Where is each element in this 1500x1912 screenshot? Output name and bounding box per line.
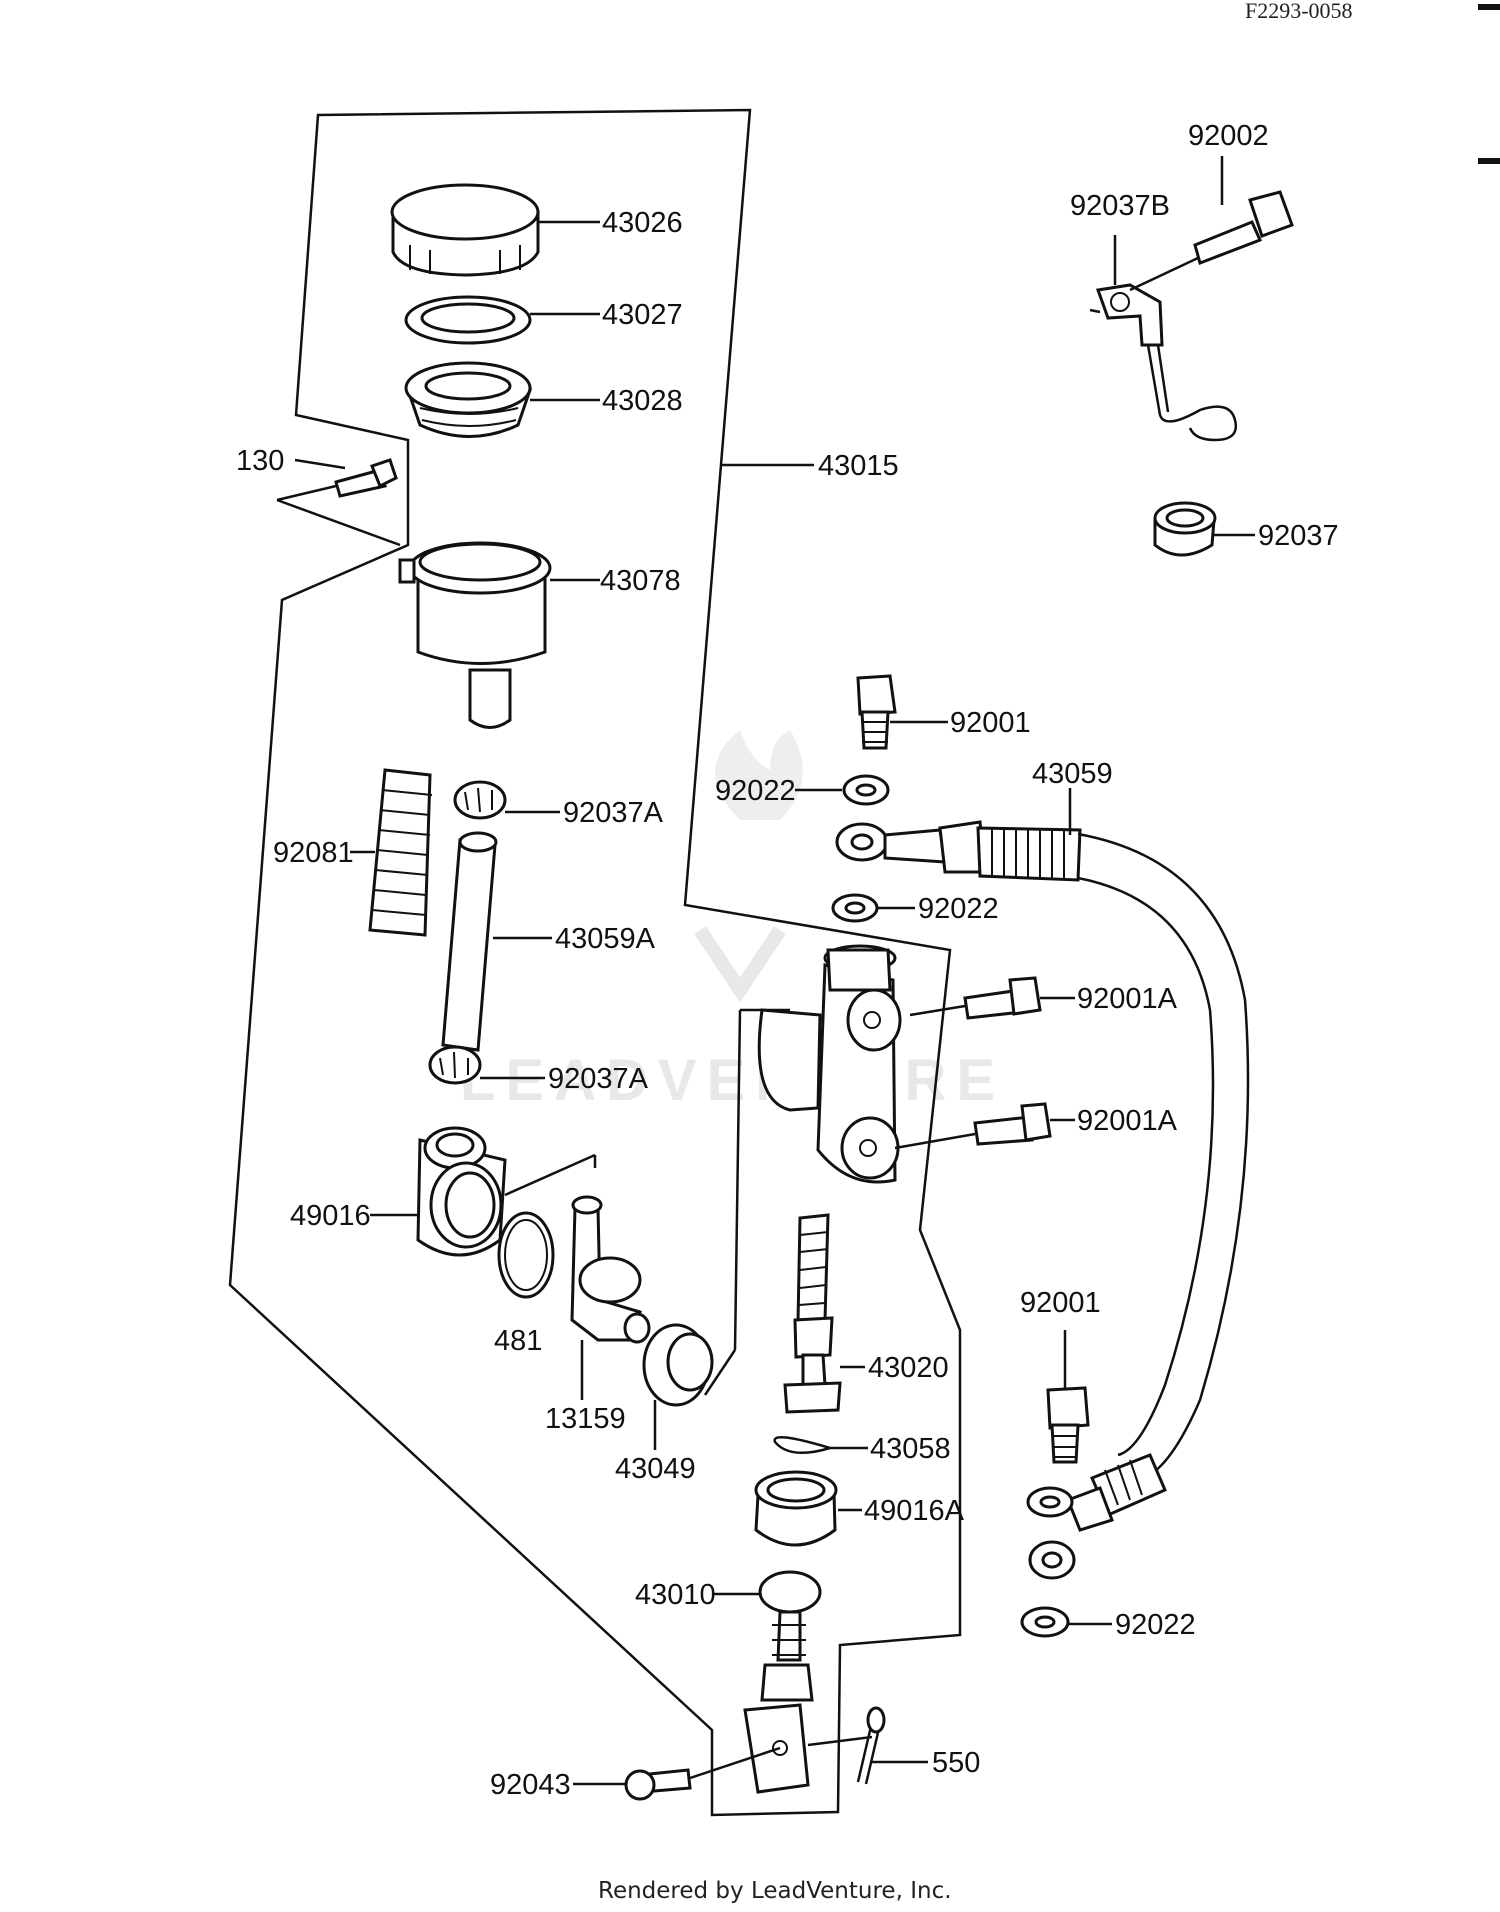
- washer-upper: [842, 774, 890, 806]
- banjo-bolt-upper: [856, 674, 897, 750]
- edge-mark: [1478, 4, 1500, 10]
- label-43059A: 43059A: [555, 923, 656, 955]
- mounting-bolt-upper: [963, 976, 1042, 1020]
- brake-union: [570, 1195, 651, 1344]
- piston-cup: [754, 1470, 838, 1547]
- spring-boot: [368, 768, 433, 937]
- label-92001A-lower: 92001A: [1077, 1105, 1178, 1137]
- screw-130: [334, 458, 398, 498]
- reference-code: F2293-0058: [1245, 0, 1353, 23]
- label-43027: 43027: [602, 299, 683, 331]
- label-43058: 43058: [870, 1433, 951, 1465]
- svg-text:LEADVENTURE: LEADVENTURE: [460, 1048, 1005, 1113]
- label-92081: 92081: [273, 837, 354, 869]
- label-130: 130: [236, 445, 284, 477]
- hose-grommet: [1153, 501, 1217, 557]
- piston-assembly: [783, 1213, 842, 1414]
- label-49016: 49016: [290, 1200, 371, 1232]
- label-92022-a: 92022: [715, 775, 796, 807]
- label-43010: 43010: [635, 1579, 716, 1611]
- label-92001-top: 92001: [950, 707, 1031, 739]
- label-92043: 92043: [490, 1769, 571, 1801]
- assembly-outline: [228, 108, 962, 1817]
- master-cylinder-body: [757, 944, 902, 1184]
- label-13159: 13159: [545, 1403, 626, 1435]
- hose-bracket: [1095, 283, 1238, 442]
- label-43020: 43020: [868, 1352, 949, 1384]
- reservoir-elbow: [416, 1126, 507, 1257]
- hose-clamp-top: [453, 780, 507, 820]
- edge-mark: [1478, 158, 1500, 164]
- label-550: 550: [932, 1747, 980, 1779]
- label-43059: 43059: [1032, 758, 1113, 790]
- label-92022-b: 92022: [918, 893, 999, 925]
- label-43078: 43078: [600, 565, 681, 597]
- reservoir-body: [398, 541, 552, 729]
- label-92037: 92037: [1258, 520, 1339, 552]
- cotter-pin: [856, 1706, 886, 1785]
- label-92001-bottom: 92001: [1020, 1287, 1101, 1319]
- label-43028: 43028: [602, 385, 683, 417]
- diaphragm-plate: [404, 361, 533, 438]
- banjo-bolt-lower: [1046, 1386, 1090, 1464]
- label-92022-c: 92022: [1115, 1609, 1196, 1641]
- diaphragm-ring: [404, 295, 532, 345]
- mounting-bolt-lower: [973, 1102, 1052, 1146]
- circlip: [497, 1211, 555, 1299]
- clevis-pin: [624, 1768, 692, 1801]
- label-43015: 43015: [818, 450, 899, 482]
- spring-clip: [773, 1436, 831, 1455]
- bracket-bolt: [1193, 190, 1294, 265]
- push-rod: [743, 1570, 822, 1794]
- label-92037B: 92037B: [1070, 190, 1170, 222]
- label-43049: 43049: [615, 1453, 696, 1485]
- label-49016A: 49016A: [864, 1495, 965, 1527]
- washer-middle: [831, 893, 879, 923]
- label-481: 481: [494, 1325, 542, 1357]
- union-grommet: [642, 1323, 714, 1407]
- label-43026: 43026: [602, 207, 683, 239]
- washer-lower-b: [1020, 1606, 1070, 1638]
- brake-hose: [835, 820, 1250, 1580]
- label-92037A-bottom: 92037A: [548, 1063, 649, 1095]
- label-92037A-top: 92037A: [563, 797, 664, 829]
- label-92001A-upper: 92001A: [1077, 983, 1178, 1015]
- watermark: LEADVENTURE: [460, 730, 1005, 1113]
- footer-credit: Rendered by LeadVenture, Inc.: [598, 1878, 952, 1904]
- reservoir-cap: [390, 183, 540, 277]
- reservoir-hose: [441, 831, 498, 1052]
- hose-clamp-bottom: [428, 1045, 482, 1085]
- label-92002: 92002: [1188, 120, 1269, 152]
- washer-lower-a: [1026, 1486, 1074, 1518]
